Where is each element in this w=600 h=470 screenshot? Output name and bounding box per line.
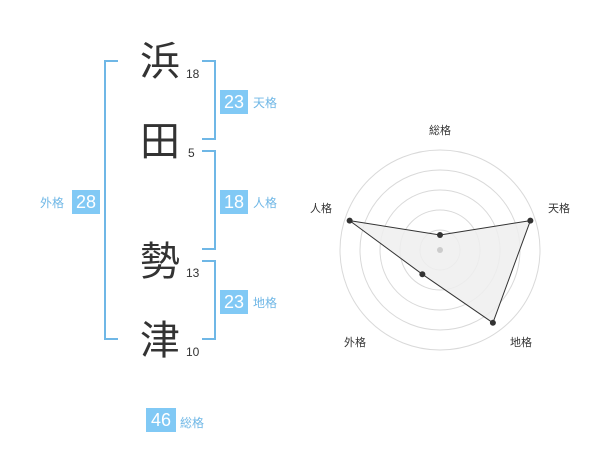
stroke-count-3: 13 (186, 266, 200, 280)
radar-label-tenkaku: 天格 (548, 201, 570, 215)
gaikaku-label: 外格 (40, 196, 65, 210)
radar-label-gaikaku: 外格 (344, 335, 366, 349)
tenkaku-bracket (202, 60, 216, 140)
name-char-2: 田 (140, 119, 180, 165)
jinkaku-label: 人格 (253, 196, 278, 210)
chikaku-bracket (202, 260, 216, 340)
name-char-3: 勢 (140, 239, 180, 285)
radar-point (419, 271, 426, 278)
radar-polygon (349, 219, 532, 324)
chikaku-label: 地格 (253, 296, 278, 310)
stroke-count-2: 5 (188, 146, 195, 160)
soukaku-label: 総格 (180, 416, 205, 430)
radar-label-chikaku: 地格 (510, 335, 532, 349)
chikaku-value: 23 (220, 290, 248, 314)
name-char-1: 浜 (140, 39, 180, 85)
radar-label-jinkaku: 人格 (310, 201, 332, 215)
stroke-count-1: 18 (186, 67, 200, 81)
radar-points (346, 217, 534, 326)
radar-point (437, 232, 443, 238)
soukaku-value: 46 (146, 408, 176, 432)
gaikaku-value: 28 (72, 190, 100, 214)
jinkaku-value: 18 (220, 190, 248, 214)
tenkaku-label: 天格 (253, 96, 278, 110)
radar-point (346, 217, 353, 224)
radar-grid-ring (339, 149, 541, 351)
radar-point (527, 217, 534, 224)
tenkaku-value: 23 (220, 90, 248, 114)
radar-point (489, 319, 496, 326)
stroke-count-4: 10 (186, 345, 200, 359)
jinkaku-bracket (202, 150, 216, 250)
radar-label-soukaku: 総格 (429, 123, 451, 137)
radar-center-dot (437, 247, 443, 253)
gaikaku-bracket (104, 60, 118, 340)
name-char-4: 津 (140, 318, 180, 364)
